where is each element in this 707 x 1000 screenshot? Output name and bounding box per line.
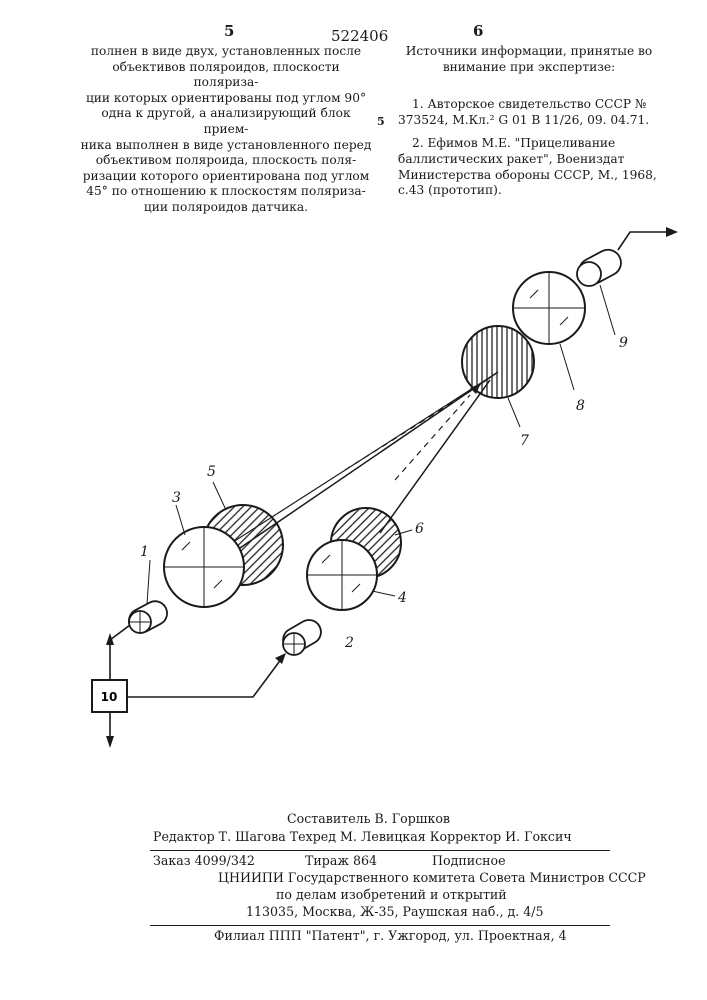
label-4: 4 [397,590,407,606]
label-3: 3 [172,490,181,506]
label-9: 9 [619,335,628,351]
optical-scheme-figure: 10 [0,0,707,800]
arrow-head [666,227,678,237]
beam-dashed [395,395,470,480]
wire-10-to-2 [127,658,282,697]
arrow-head [106,736,114,748]
subscription-line: Подписное [432,852,506,869]
label-5: 5 [207,464,216,480]
objective-8 [513,272,585,344]
label-2: 2 [344,635,354,651]
light-source-1 [125,597,172,637]
wire-10-to-1 [110,625,130,680]
order-line: Заказ 4099/342 [153,852,255,869]
department-line: по делам изобретений и открытий [276,886,507,903]
compiler-line: Составитель В. Горшков [287,810,450,827]
institute-line: ЦНИИПИ Государственного комитета Совета … [218,869,646,886]
objective-3 [164,527,244,607]
arrow-head [106,633,114,645]
editors-line: Редактор Т. Шагова Техред М. Левицкая Ко… [153,828,572,845]
beam-lower [380,380,490,533]
objective-4 [307,540,377,610]
branch-line: Филиал ППП "Патент", г. Ужгород, ул. Про… [214,927,567,944]
receiver-9 [574,245,625,289]
leader-8 [560,344,574,390]
circulation-line: Тираж 864 [305,852,377,869]
polaroid-7 [462,326,534,398]
label-7: 7 [520,433,529,449]
output-wire [618,232,668,250]
address-line: 113035, Москва, Ж-35, Раушская наб., д. … [246,903,544,920]
label-6: 6 [415,521,424,537]
arrow-head [275,653,286,664]
separator-line [150,925,610,926]
leader-9 [600,285,615,335]
label-1: 1 [140,544,149,560]
label-10: 10 [101,690,118,704]
label-8: 8 [576,398,585,414]
separator-line [150,850,610,851]
light-source-2 [279,616,326,657]
leader-7 [508,398,520,427]
